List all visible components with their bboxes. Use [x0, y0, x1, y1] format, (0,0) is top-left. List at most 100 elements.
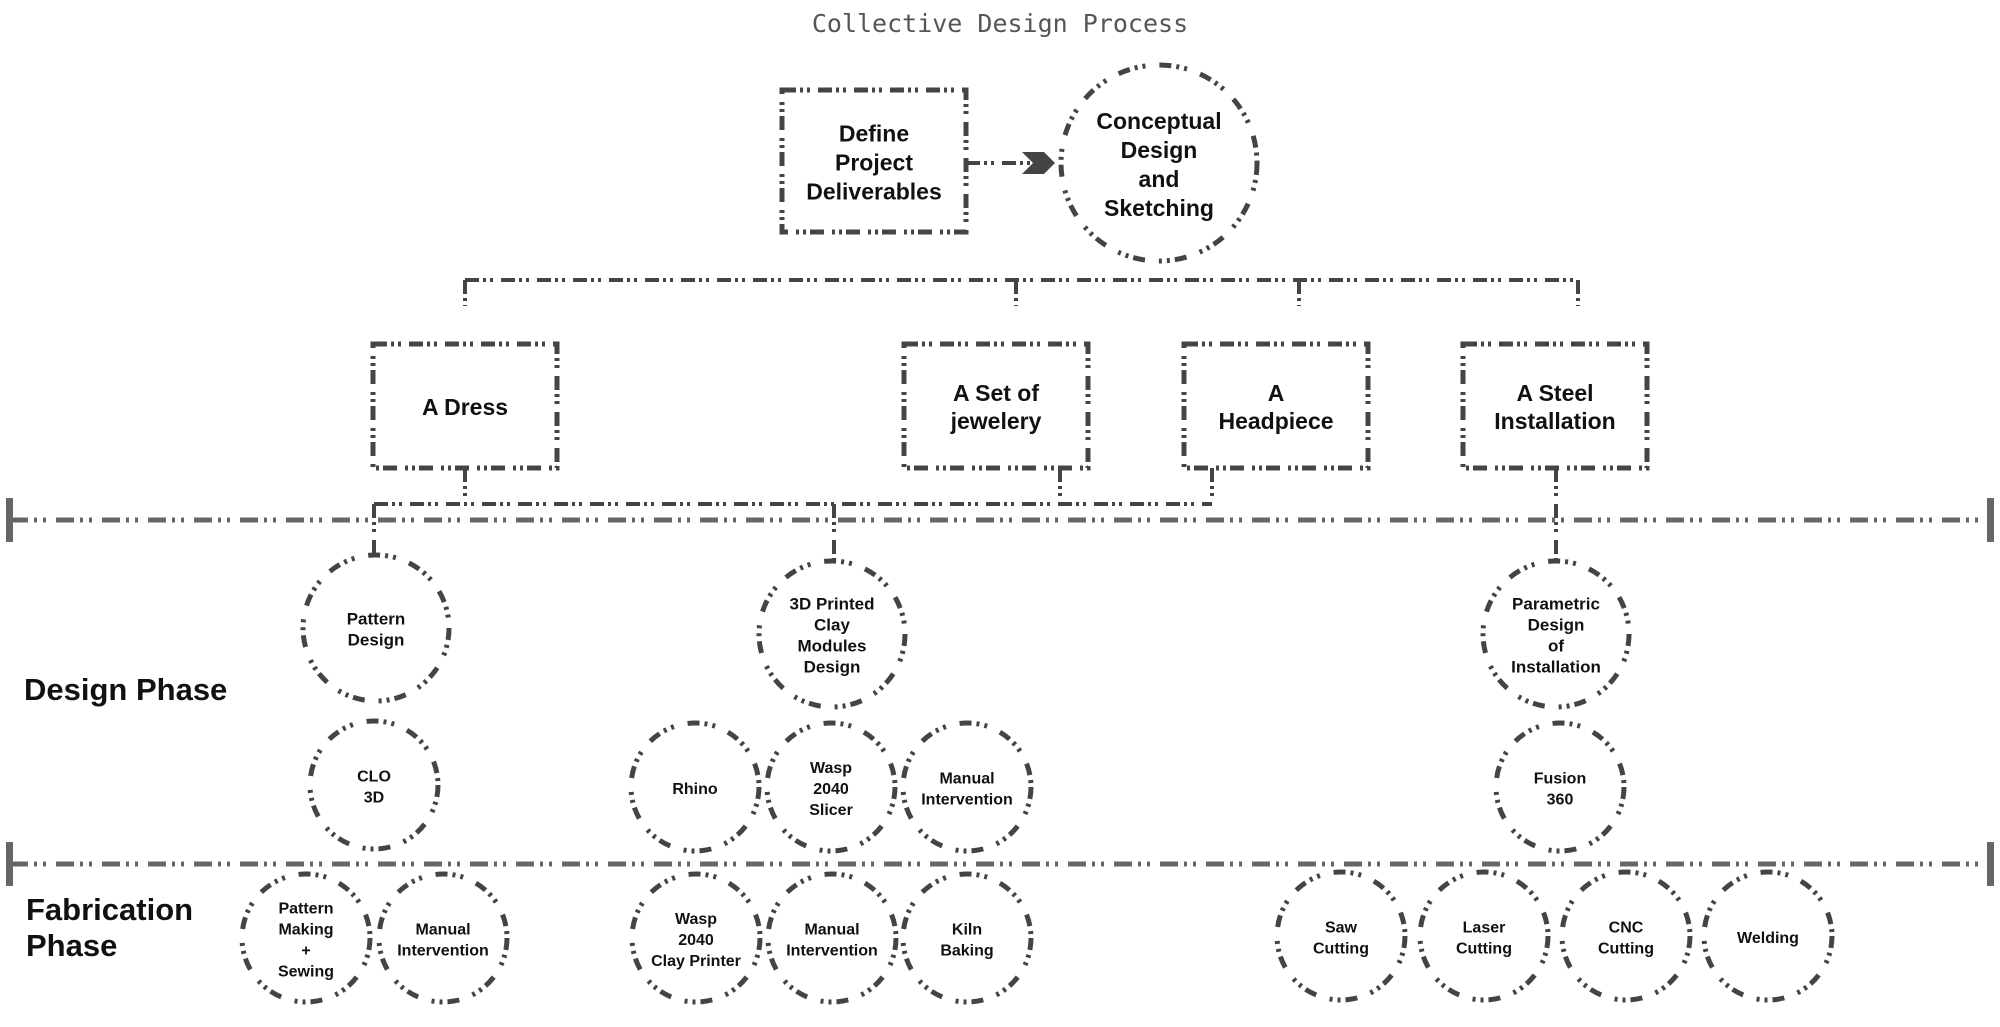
label-line: and	[1139, 166, 1180, 192]
label-line: Cutting	[1456, 940, 1512, 957]
label-line: Rhino	[672, 781, 718, 798]
label-line: CNC	[1609, 919, 1644, 936]
label-line: Manual	[804, 921, 859, 938]
circle-outline	[300, 552, 452, 704]
box-outline	[370, 341, 560, 471]
rhino-node[interactable]: Rhino	[628, 720, 762, 854]
label-line: Laser	[1463, 919, 1506, 936]
welding-label: Welding	[1737, 930, 1799, 947]
label-line: Making	[278, 921, 333, 938]
fusion-360-label: Fusion 360	[1534, 770, 1586, 808]
label-line: Wasp	[810, 760, 852, 777]
fabrication-phase-divider-left-cap	[6, 842, 13, 886]
fabrication-phase-divider-right-cap	[1987, 842, 1994, 886]
label-line: jewelery	[950, 408, 1042, 434]
label-line: 360	[1547, 791, 1574, 808]
label-line: 3D Printed	[789, 594, 874, 613]
diagram-title: Collective Design Process	[812, 9, 1188, 38]
label-line: Wasp	[675, 911, 717, 928]
box-outline	[901, 341, 1091, 471]
label-line: Design	[348, 630, 405, 649]
label-line: Installation	[1511, 657, 1601, 676]
label-line: Baking	[940, 942, 993, 959]
dress-node[interactable]: A Dress	[370, 341, 560, 471]
label-line: Clay Printer	[651, 953, 741, 970]
label-line: Design	[804, 657, 861, 676]
label-line: Deliverables	[806, 179, 942, 205]
label-line: Saw	[1325, 919, 1358, 936]
circle-outline	[764, 720, 898, 854]
circle-outline	[307, 718, 441, 852]
label-line: Clay	[814, 615, 850, 634]
label-line: Modules	[798, 636, 867, 655]
label-line: Manual	[939, 770, 994, 787]
circle-outline	[629, 871, 763, 1005]
cnc-cutting-label: CNC Cutting	[1598, 919, 1654, 957]
label-line: CLO	[357, 768, 391, 785]
label-line: Parametric	[1512, 594, 1600, 613]
label-line: Fusion	[1534, 770, 1586, 787]
connectors	[372, 152, 1580, 561]
circle-outline	[765, 871, 899, 1005]
circle-outline	[900, 720, 1034, 854]
circle-outline	[1417, 869, 1551, 1003]
circle-outline	[1493, 720, 1627, 854]
label-line: Define	[839, 121, 909, 147]
box-outline	[1460, 341, 1650, 471]
label-line: Intervention	[921, 791, 1013, 808]
dress-label: A Dress	[422, 394, 508, 420]
cnc-cutting-node[interactable]: CNC Cutting	[1559, 869, 1693, 1003]
circle-outline	[1274, 869, 1408, 1003]
phase-label-line: Fabrication	[26, 892, 193, 927]
label-line: Headpiece	[1218, 408, 1333, 434]
label-line: A Dress	[422, 394, 508, 420]
label-line: Installation	[1494, 408, 1615, 434]
welding-node[interactable]: Welding	[1701, 869, 1835, 1003]
circle-outline	[1480, 558, 1632, 710]
circle-outline	[628, 720, 762, 854]
label-line: 2040	[678, 932, 714, 949]
phase-dividers	[6, 498, 1994, 886]
fusion-360-node[interactable]: Fusion 360	[1493, 720, 1627, 854]
arrow-right-icon	[1022, 152, 1055, 174]
phase-label-line: Design Phase	[24, 672, 227, 707]
label-line: Pattern	[278, 900, 333, 917]
label-line: Cutting	[1598, 940, 1654, 957]
circle-outline	[239, 871, 373, 1005]
box-outline	[779, 87, 969, 235]
label-line: 2040	[813, 781, 849, 798]
circle-outline	[376, 871, 510, 1005]
design-phase-label: Design Phase	[24, 672, 227, 707]
circle-outline	[900, 871, 1034, 1005]
